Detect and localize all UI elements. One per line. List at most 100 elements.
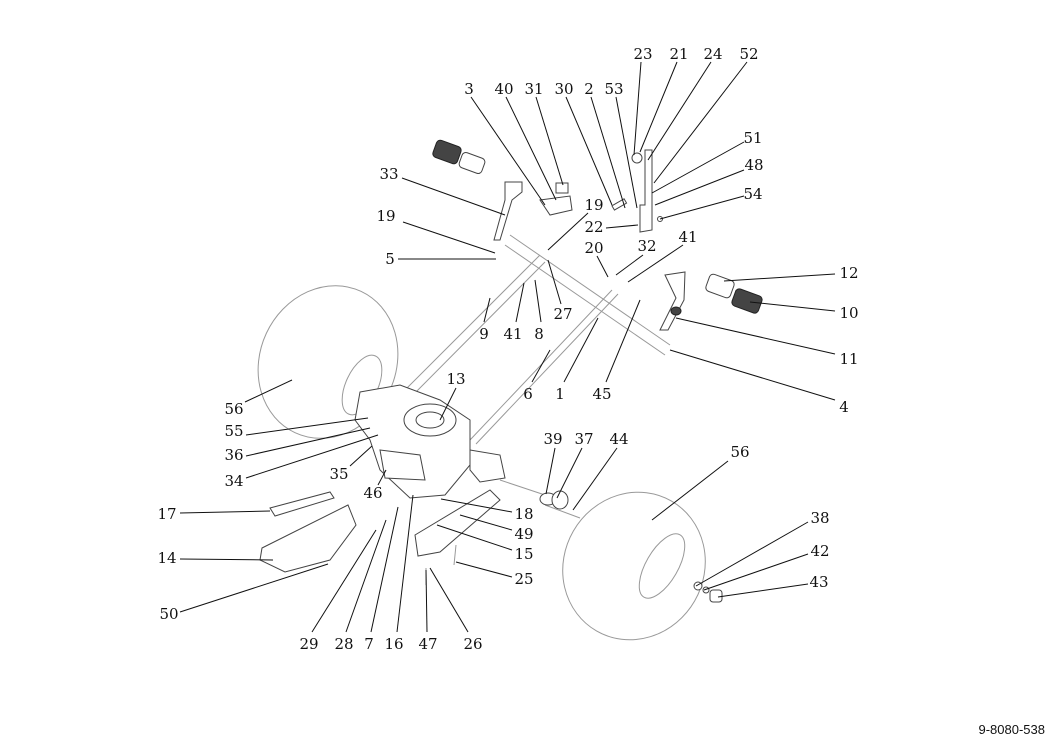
callout-4: 4 <box>839 398 849 416</box>
leader-line-13 <box>439 387 457 421</box>
leader-line-47 <box>425 569 428 633</box>
leader-line-29 <box>311 529 377 633</box>
callout-17: 17 <box>157 505 176 523</box>
leader-line-39 <box>545 447 556 495</box>
leader-line-35 <box>349 445 373 467</box>
leader-line-19-2 <box>402 221 496 254</box>
callout-18: 18 <box>514 505 533 523</box>
callout-20: 20 <box>584 239 603 257</box>
leader-line-37 <box>556 447 583 499</box>
callout-24: 24 <box>703 45 722 63</box>
callout-40: 40 <box>494 80 513 98</box>
callout-38: 38 <box>810 509 829 527</box>
leader-line-4 <box>669 349 836 401</box>
callout-44: 44 <box>609 430 628 448</box>
callout-13: 13 <box>446 370 465 388</box>
leader-line-21 <box>639 61 678 153</box>
callout-16: 16 <box>384 635 403 653</box>
callout-29: 29 <box>299 635 318 653</box>
leader-line-36 <box>245 427 371 457</box>
callout-15: 15 <box>514 545 533 563</box>
leader-line-18 <box>440 498 513 513</box>
callout-6: 6 <box>523 385 533 403</box>
callout-41-2: 41 <box>503 325 522 343</box>
leader-line-3 <box>470 96 546 206</box>
callout-35: 35 <box>329 465 348 483</box>
leader-line-41 <box>627 244 684 283</box>
callout-43: 43 <box>809 573 828 591</box>
transaxle <box>354 384 506 499</box>
callout-30: 30 <box>554 80 573 98</box>
leader-line-26 <box>429 567 469 633</box>
leader-line-11 <box>675 317 836 355</box>
leader-line-8 <box>534 279 542 323</box>
leader-line-55 <box>245 417 369 436</box>
callout-32: 32 <box>637 237 656 255</box>
leader-line-52 <box>653 61 748 184</box>
right-pedal <box>659 271 763 331</box>
document-number: 9-8080-538 <box>978 722 1046 737</box>
leader-line-44 <box>572 447 618 511</box>
callout-54: 54 <box>743 185 762 203</box>
callout-26: 26 <box>463 635 482 653</box>
leader-line-22 <box>605 224 639 229</box>
leader-line-45 <box>605 299 641 383</box>
callout-46: 46 <box>363 484 382 502</box>
callout-51: 51 <box>743 129 762 147</box>
callout-7: 7 <box>364 635 374 653</box>
leader-line-30 <box>565 96 613 206</box>
callout-5: 5 <box>385 250 395 268</box>
callout-55: 55 <box>224 422 243 440</box>
callout-56: 56 <box>224 400 243 418</box>
leader-line-41-2 <box>515 282 525 323</box>
leader-line-25 <box>455 561 513 578</box>
callout-9: 9 <box>479 325 489 343</box>
leader-line-56 <box>244 379 293 403</box>
callout-28: 28 <box>334 635 353 653</box>
leader-line-12 <box>723 273 836 282</box>
leader-line-6 <box>531 349 551 383</box>
leader-line-2 <box>590 96 626 209</box>
leader-lines <box>179 61 836 633</box>
callout-42: 42 <box>810 542 829 560</box>
callout-48: 48 <box>744 156 763 174</box>
callout-22: 22 <box>584 218 603 236</box>
leader-line-28 <box>345 519 387 633</box>
leader-line-20 <box>596 255 609 278</box>
leader-line-38 <box>695 521 809 587</box>
callout-41: 41 <box>678 228 697 246</box>
right-tire <box>562 491 706 641</box>
callout-52: 52 <box>739 45 758 63</box>
leader-line-24 <box>647 61 712 161</box>
callout-49: 49 <box>514 525 533 543</box>
leader-line-43 <box>717 583 809 598</box>
leader-line-23 <box>633 61 642 156</box>
callout-27: 27 <box>553 305 572 323</box>
callout-11: 11 <box>839 350 858 368</box>
callout-25: 25 <box>514 570 533 588</box>
callout-53: 53 <box>604 80 623 98</box>
callout-3: 3 <box>464 80 474 98</box>
leader-line-51 <box>651 141 745 194</box>
leader-line-1 <box>563 317 599 383</box>
callout-12: 12 <box>839 264 858 282</box>
leader-line-34 <box>245 434 379 479</box>
leader-line-15 <box>436 524 513 551</box>
callout-45: 45 <box>592 385 611 403</box>
callout-23: 23 <box>633 45 652 63</box>
callout-33: 33 <box>379 165 398 183</box>
left-pedal <box>432 139 523 241</box>
leader-line-50 <box>179 563 329 613</box>
leader-line-10 <box>749 301 836 312</box>
callout-19: 19 <box>584 196 603 214</box>
callout-21: 21 <box>669 45 688 63</box>
leader-line-9 <box>483 297 491 323</box>
leader-line-14 <box>179 558 274 561</box>
callout-39: 39 <box>543 430 562 448</box>
leader-line-54 <box>659 195 745 220</box>
leader-line-19 <box>547 212 589 251</box>
callout-2: 2 <box>584 80 594 98</box>
leader-line-49 <box>459 514 513 531</box>
